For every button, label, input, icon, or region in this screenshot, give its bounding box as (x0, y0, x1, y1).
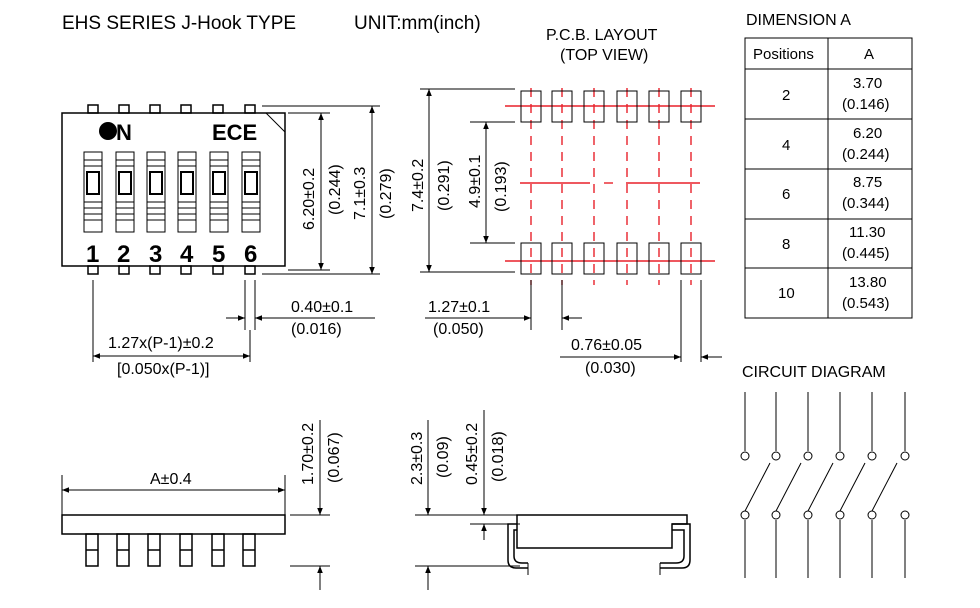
switch-symbol (803, 392, 834, 578)
dim-1-27: 1.27±0.1 (428, 299, 490, 316)
table-cell-inch: (0.445) (842, 245, 890, 262)
top-view-dimensions: 6.20±0.2 (0.244) 7.1±0.3 (0.279) 0.40±0.… (92, 105, 395, 378)
position-number: 3 (149, 241, 162, 268)
pcb-title: P.C.B. LAYOUT (546, 27, 658, 44)
unit-label: UNIT:mm(inch) (354, 13, 481, 34)
dim-1-70: 1.70±0.2 (300, 423, 317, 485)
switch-top-view: N ECE (61, 104, 286, 275)
on-dot-icon (99, 122, 117, 140)
side-view-front: A±0.4 1.70±0.2 (0.067) (61, 420, 343, 590)
pcb-layout: 7.4±0.2 (0.291) 4.9±0.1 (0.193) (410, 88, 722, 377)
dim-4-9: 4.9±0.1 (467, 155, 484, 208)
table-cell-mm: 11.30 (849, 224, 885, 241)
table-cell-pos: 10 (778, 285, 795, 302)
switch-symbol (771, 392, 802, 578)
dim-0-40-inch: (0.016) (291, 321, 342, 338)
circuit-title: CIRCUIT DIAGRAM (742, 364, 886, 381)
dim-1-27-inch: (0.050) (433, 321, 484, 338)
dim-6-20: 6.20±0.2 (301, 168, 318, 230)
circuit-diagram (740, 392, 910, 578)
position-number: 1 (86, 241, 99, 268)
dim-7-4: 7.4±0.2 (410, 159, 427, 212)
table-cell-mm: 8.75 (853, 174, 882, 191)
table-cell-mm: 13.80 (849, 274, 887, 291)
actuator (115, 151, 135, 233)
dim-0-76-inch: (0.030) (585, 360, 636, 377)
table-cell-pos: 2 (782, 87, 790, 104)
table-cell-pos: 4 (782, 137, 790, 154)
switch-symbol (867, 392, 898, 578)
dim-0-40: 0.40±0.1 (291, 299, 353, 316)
table-cell-pos: 8 (782, 236, 790, 253)
on-label: N (116, 120, 132, 145)
pcb-subtitle: (TOP VIEW) (560, 47, 648, 64)
dim-2-3: 2.3±0.3 (409, 432, 426, 485)
switch-symbol (900, 392, 910, 578)
dim-a: A±0.4 (150, 471, 192, 488)
table-cell-mm: 6.20 (853, 125, 882, 142)
dim-7-1-inch: (0.279) (378, 168, 395, 219)
table-cell-inch: (0.146) (842, 96, 890, 113)
dim-1-70-inch: (0.067) (326, 432, 343, 483)
actuator (241, 151, 261, 233)
dim-pitch: 1.27x(P-1)±0.2 (108, 335, 214, 352)
position-number: 2 (117, 241, 130, 268)
table-cell-inch: (0.344) (842, 195, 890, 212)
dim-pitch-inch: [0.050x(P-1)] (117, 361, 209, 378)
table-cell-inch: (0.244) (842, 146, 890, 163)
actuator (177, 151, 197, 233)
dimension-a-table: DIMENSION A Positions A 2 3.70 (0.146) 4… (744, 12, 913, 319)
dim-6-20-inch: (0.244) (327, 164, 344, 215)
brand-logo: ECE (212, 120, 257, 145)
dim-0-45: 0.45±0.2 (464, 423, 481, 485)
dim-4-9-inch: (0.193) (493, 161, 510, 212)
actuator (146, 151, 166, 233)
table-cell-pos: 6 (782, 186, 790, 203)
drawing-title: EHS SERIES J-Hook TYPE (62, 13, 296, 34)
dim-0-45-inch: (0.018) (490, 431, 507, 482)
switch-symbol (835, 392, 866, 578)
position-number: 4 (180, 241, 194, 268)
dim-0-76: 0.76±0.05 (571, 337, 642, 354)
switch-symbol (740, 392, 771, 578)
dim-2-3-inch: (0.09) (435, 436, 452, 478)
dimension-a-title: DIMENSION A (746, 12, 851, 29)
table-cell-inch: (0.543) (842, 295, 890, 312)
side-view-profile: 2.3±0.3 (0.09) 0.45±0.2 (0.018) (409, 410, 691, 590)
table-header-positions: Positions (753, 46, 814, 63)
dim-7-4-inch: (0.291) (436, 160, 453, 211)
dim-7-1: 7.1±0.3 (352, 167, 369, 220)
actuator (83, 151, 103, 233)
table-header-a: A (864, 46, 874, 63)
position-number: 6 (244, 241, 257, 268)
table-cell-mm: 3.70 (853, 75, 882, 92)
actuator (209, 151, 229, 233)
position-number: 5 (212, 241, 225, 268)
